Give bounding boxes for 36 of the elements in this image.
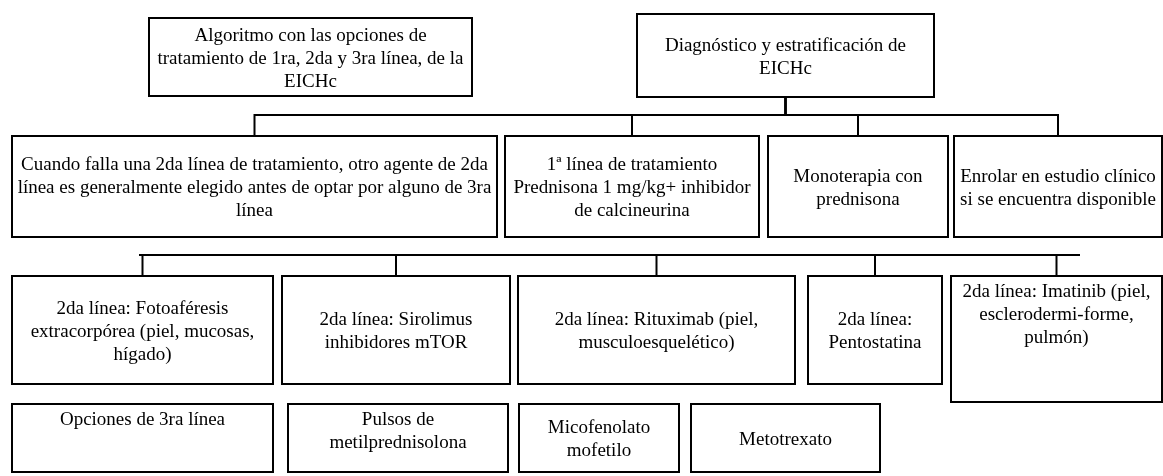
process-box <box>11 135 498 238</box>
box-text: 2da línea: Rituximab (piel, musculoesquelético) <box>553 307 760 353</box>
box-text: Pulsos de metilprednisolona <box>328 407 468 453</box>
box-text: Monoterapia con prednisona <box>792 163 924 210</box>
process-box <box>636 13 935 98</box>
process-box <box>148 17 473 97</box>
box-text: Cuando falla una 2da línea de tratamiento, otro agente de 2da línea es generalmente elegido antes de optar por alguno de 3ra línea <box>16 152 493 221</box>
connector-line <box>1055 255 1058 276</box>
connector-line <box>784 97 1059 136</box>
process-box <box>287 403 509 473</box>
box-text: 2da línea: Fotoaféresis extracorpórea (piel, mucosas, hígado) <box>29 295 256 365</box>
process-box <box>767 135 949 238</box>
process-box <box>690 403 881 473</box>
box-text: Algoritmo con las opciones de tratamiento de 1ra, 2da y 3ra línea, de la EICHc <box>156 22 465 92</box>
process-box <box>807 275 943 385</box>
process-box <box>11 275 274 385</box>
process-box <box>518 403 680 473</box>
process-box <box>517 275 796 385</box>
box-text: 2da línea: Imatinib (piel, esclerodermi-forme, pulmón) <box>961 279 1152 348</box>
process-box <box>504 135 760 238</box>
connector-line <box>395 255 397 276</box>
process-box <box>953 135 1163 238</box>
box-text: Diagnóstico y estratificación de EICHc <box>663 32 908 79</box>
process-box <box>281 275 511 385</box>
box-text: 1ª línea de tratamiento Prednisona 1 mg/kg+ inhibidor de calcineurina <box>512 152 752 221</box>
box-text: Micofenolato mofetilo <box>546 415 652 461</box>
box-text: Opciones de 3ra línea <box>59 407 226 430</box>
box-text: Metotrexato <box>739 426 832 450</box>
connector-line <box>655 255 658 276</box>
connector-line <box>141 255 144 276</box>
process-box <box>950 275 1163 403</box>
box-text: 2da línea: Pentostatina <box>827 307 923 353</box>
box-text: 2da línea: Sirolimus inhibidores mTOR <box>318 307 474 353</box>
process-box <box>11 403 274 473</box>
connector-line <box>874 255 876 276</box>
box-text: Enrolar en estudio clínico si se encuentra disponible <box>959 163 1157 210</box>
